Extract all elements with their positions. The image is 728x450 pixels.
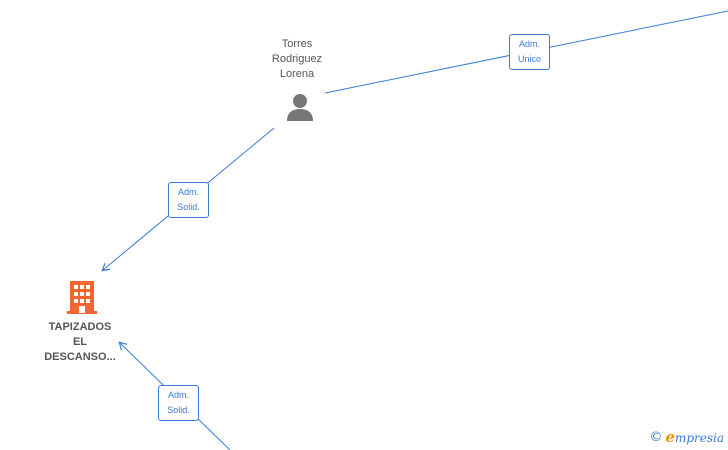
edge-badge-person-to-company[interactable]: Adm. Solid. [168, 182, 209, 218]
person-icon[interactable] [285, 92, 315, 122]
person-name-label[interactable]: Torres Rodriguez Lorena [271, 38, 323, 80]
copyright-icon: © [649, 429, 663, 445]
building-icon[interactable] [66, 279, 98, 315]
edge-badge-bottom-to-company[interactable]: Adm. Solid. [158, 385, 199, 421]
empresia-logo: © empresia [649, 428, 724, 446]
edge-badge-top-right[interactable]: Adm. Unico [509, 34, 550, 70]
company-name-label[interactable]: TAPIZADOS EL DESCANSO... [44, 321, 116, 363]
brand-name: empresia [665, 428, 724, 446]
